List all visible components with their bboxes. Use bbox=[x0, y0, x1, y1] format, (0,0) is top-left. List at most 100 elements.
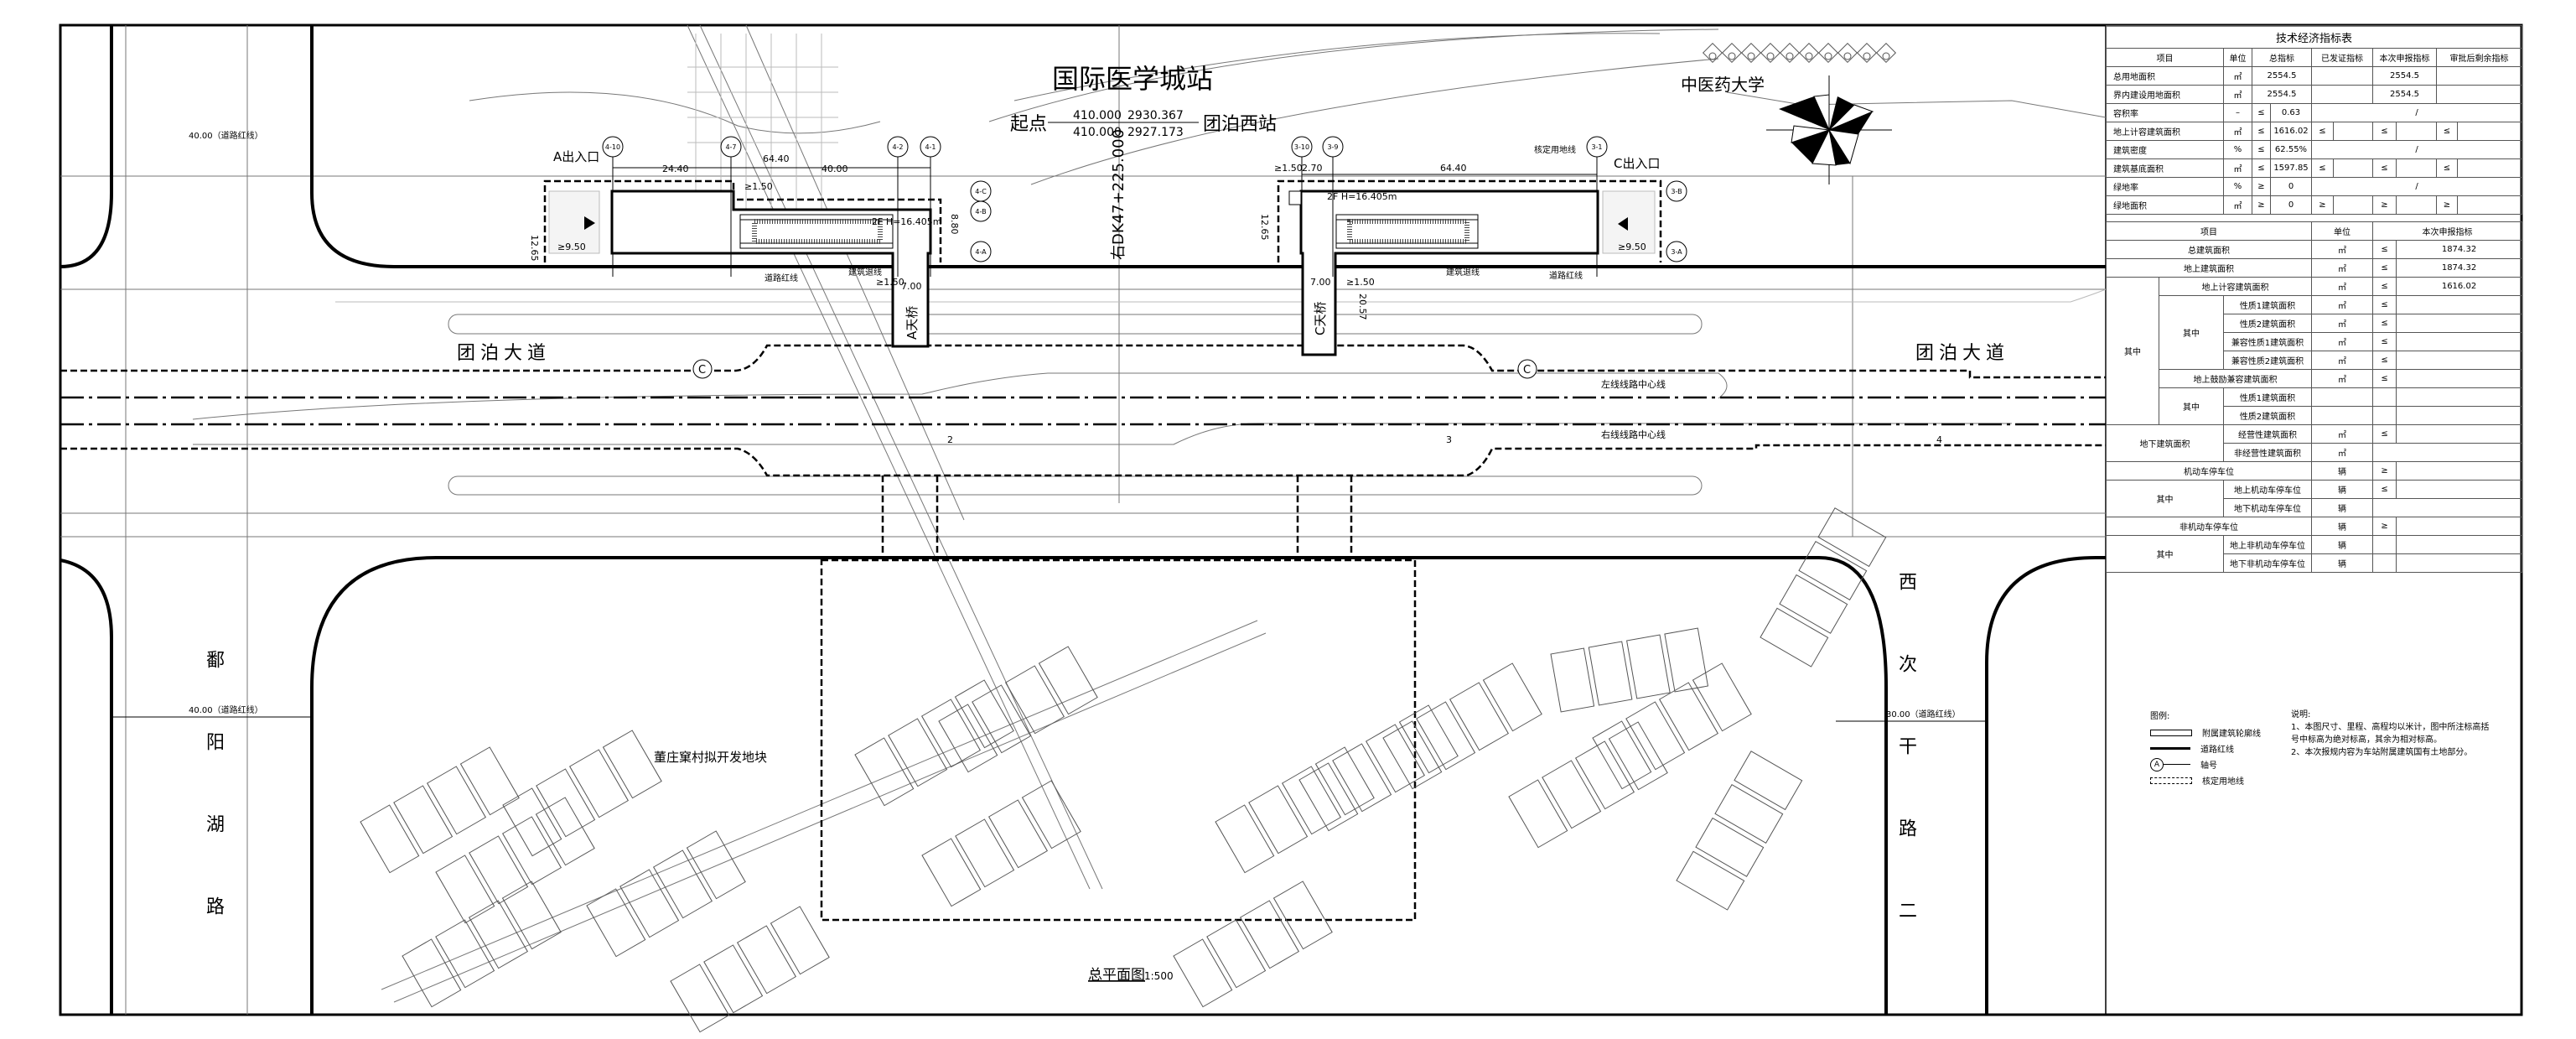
svg-text:4-1: 4-1 bbox=[925, 143, 936, 151]
line-mark: 4 bbox=[1936, 434, 1942, 445]
svg-text:24.40: 24.40 bbox=[662, 164, 689, 174]
university-label: 中医药大学 bbox=[1681, 75, 1765, 95]
building-footprint bbox=[987, 799, 1048, 869]
building-footprint bbox=[1542, 760, 1602, 829]
table-row: 机动车停车位辆≥ bbox=[2105, 461, 2523, 481]
col-header: 已发证指标 bbox=[2311, 48, 2373, 67]
road-label-poyanghu: 鄱阳湖路 bbox=[203, 650, 224, 979]
building-footprint bbox=[1038, 646, 1098, 715]
legend-item: 道路红线 bbox=[2150, 740, 2261, 756]
table-title: 技术经济指标表 bbox=[2105, 25, 2523, 49]
building-footprint bbox=[1798, 541, 1868, 601]
escalator-c bbox=[1335, 214, 1479, 249]
start-point-label: 起点 bbox=[1010, 114, 1047, 135]
svg-text:3-1: 3-1 bbox=[1591, 143, 1602, 151]
building-footprint bbox=[402, 938, 462, 1008]
drawing-scale: 1:500 bbox=[1144, 970, 1174, 982]
building-footprint bbox=[921, 838, 982, 907]
svg-text:40.00: 40.00 bbox=[822, 164, 848, 174]
svg-text:4-7: 4-7 bbox=[725, 143, 736, 151]
note-item: 2、本次报规内容为车站附属建筑国有土地部分。 bbox=[2291, 748, 2473, 757]
table-row: 容积率–≤0.63/ bbox=[2106, 103, 2523, 122]
right-centerline-label: 右线线路中心线 bbox=[1601, 429, 1666, 440]
start-x2: 410.000 bbox=[1073, 126, 1122, 139]
col-header: 单位 bbox=[2311, 221, 2374, 241]
bridge-c-label: C天桥 bbox=[1313, 302, 1328, 335]
red-line-label: 道路红线 bbox=[1549, 270, 1583, 281]
building-footprint bbox=[586, 888, 646, 958]
table-row: 其中地上机动车停车位辆≤ bbox=[2106, 480, 2523, 517]
table-row: 地下非机动车停车位辆 bbox=[2107, 553, 2523, 573]
svg-text:12.65: 12.65 bbox=[1259, 214, 1270, 241]
building-footprint bbox=[459, 746, 520, 816]
building-footprint bbox=[501, 881, 562, 950]
building-footprint bbox=[1588, 641, 1633, 706]
building-footprint bbox=[920, 699, 981, 768]
axis-marker: 3-9 bbox=[1322, 136, 1344, 277]
escalator-a bbox=[739, 214, 894, 249]
axis-marker: 4-2 bbox=[887, 136, 909, 277]
road-width-right: 30.00（道路红线） bbox=[1886, 709, 1961, 720]
building-footprint bbox=[1021, 780, 1081, 849]
start-x1: 410.000 bbox=[1073, 109, 1122, 122]
svg-text:4-A: 4-A bbox=[975, 248, 987, 256]
svg-text:4-2: 4-2 bbox=[892, 143, 903, 151]
building-footprint bbox=[435, 919, 495, 989]
building-footprint bbox=[468, 900, 528, 969]
building-footprint bbox=[1626, 634, 1671, 699]
building-footprint bbox=[854, 737, 915, 807]
svg-text:20.57: 20.57 bbox=[1357, 294, 1368, 320]
building-footprint bbox=[1592, 720, 1652, 790]
building-footprint bbox=[1248, 785, 1309, 855]
building-footprint bbox=[1239, 900, 1299, 969]
building-footprint bbox=[1625, 701, 1686, 771]
building-footprint bbox=[1173, 938, 1233, 1008]
table-row: 建筑密度%≤62.55%/ bbox=[2106, 140, 2523, 159]
building-footprint bbox=[1760, 607, 1829, 668]
building-footprint bbox=[393, 785, 454, 855]
col-header: 审批后剩余指标 bbox=[2435, 48, 2523, 67]
legend-title: 图例: bbox=[2150, 712, 2170, 721]
start-y2: 2927.173 bbox=[1127, 126, 1184, 139]
north-arrow-icon bbox=[1766, 75, 1892, 184]
svg-text:8.80: 8.80 bbox=[949, 214, 960, 235]
building-footprint bbox=[736, 925, 796, 995]
building-footprint bbox=[619, 869, 680, 938]
building-footprint bbox=[501, 816, 562, 886]
parcel-outlines bbox=[360, 507, 1887, 1033]
col-header: 总指标 bbox=[2252, 48, 2312, 67]
red-line-label: 道路红线 bbox=[765, 273, 798, 283]
building-footprint bbox=[1272, 881, 1333, 950]
entrance-a-label: A出入口 bbox=[553, 149, 599, 164]
bridge-a-label: A天桥 bbox=[904, 306, 920, 340]
svg-text:≥9.50: ≥9.50 bbox=[1618, 242, 1646, 252]
building-footprint bbox=[1382, 720, 1443, 790]
left-centerline-label: 左线线路中心线 bbox=[1601, 378, 1666, 390]
start-y1: 2930.367 bbox=[1127, 109, 1184, 122]
svg-text:3-9: 3-9 bbox=[1327, 143, 1338, 151]
building-footprint bbox=[1734, 751, 1803, 811]
building-footprint bbox=[602, 730, 662, 799]
axis-marker: 4-C bbox=[970, 180, 992, 202]
axis-marker: 4-B bbox=[970, 200, 992, 222]
col-header: 本次申报指标 bbox=[2372, 48, 2437, 67]
axis-marker: 3-1 bbox=[1586, 136, 1608, 277]
table-row: 其中性质1建筑面积 bbox=[2107, 387, 2523, 425]
red-line-swatch bbox=[2150, 747, 2190, 750]
svg-text:4-B: 4-B bbox=[975, 208, 986, 216]
axis-marker: 3-10 bbox=[1291, 136, 1313, 277]
road-label-tuanbo-left: 团泊大道 bbox=[457, 343, 551, 364]
svg-text:3-A: 3-A bbox=[1671, 248, 1682, 256]
entrance-arrow-icon bbox=[1618, 217, 1628, 231]
entrance-arrow-icon bbox=[584, 216, 595, 230]
building-footprint bbox=[1779, 574, 1848, 634]
axis-marker: 4-A bbox=[970, 241, 992, 262]
building-footprint bbox=[888, 718, 948, 787]
